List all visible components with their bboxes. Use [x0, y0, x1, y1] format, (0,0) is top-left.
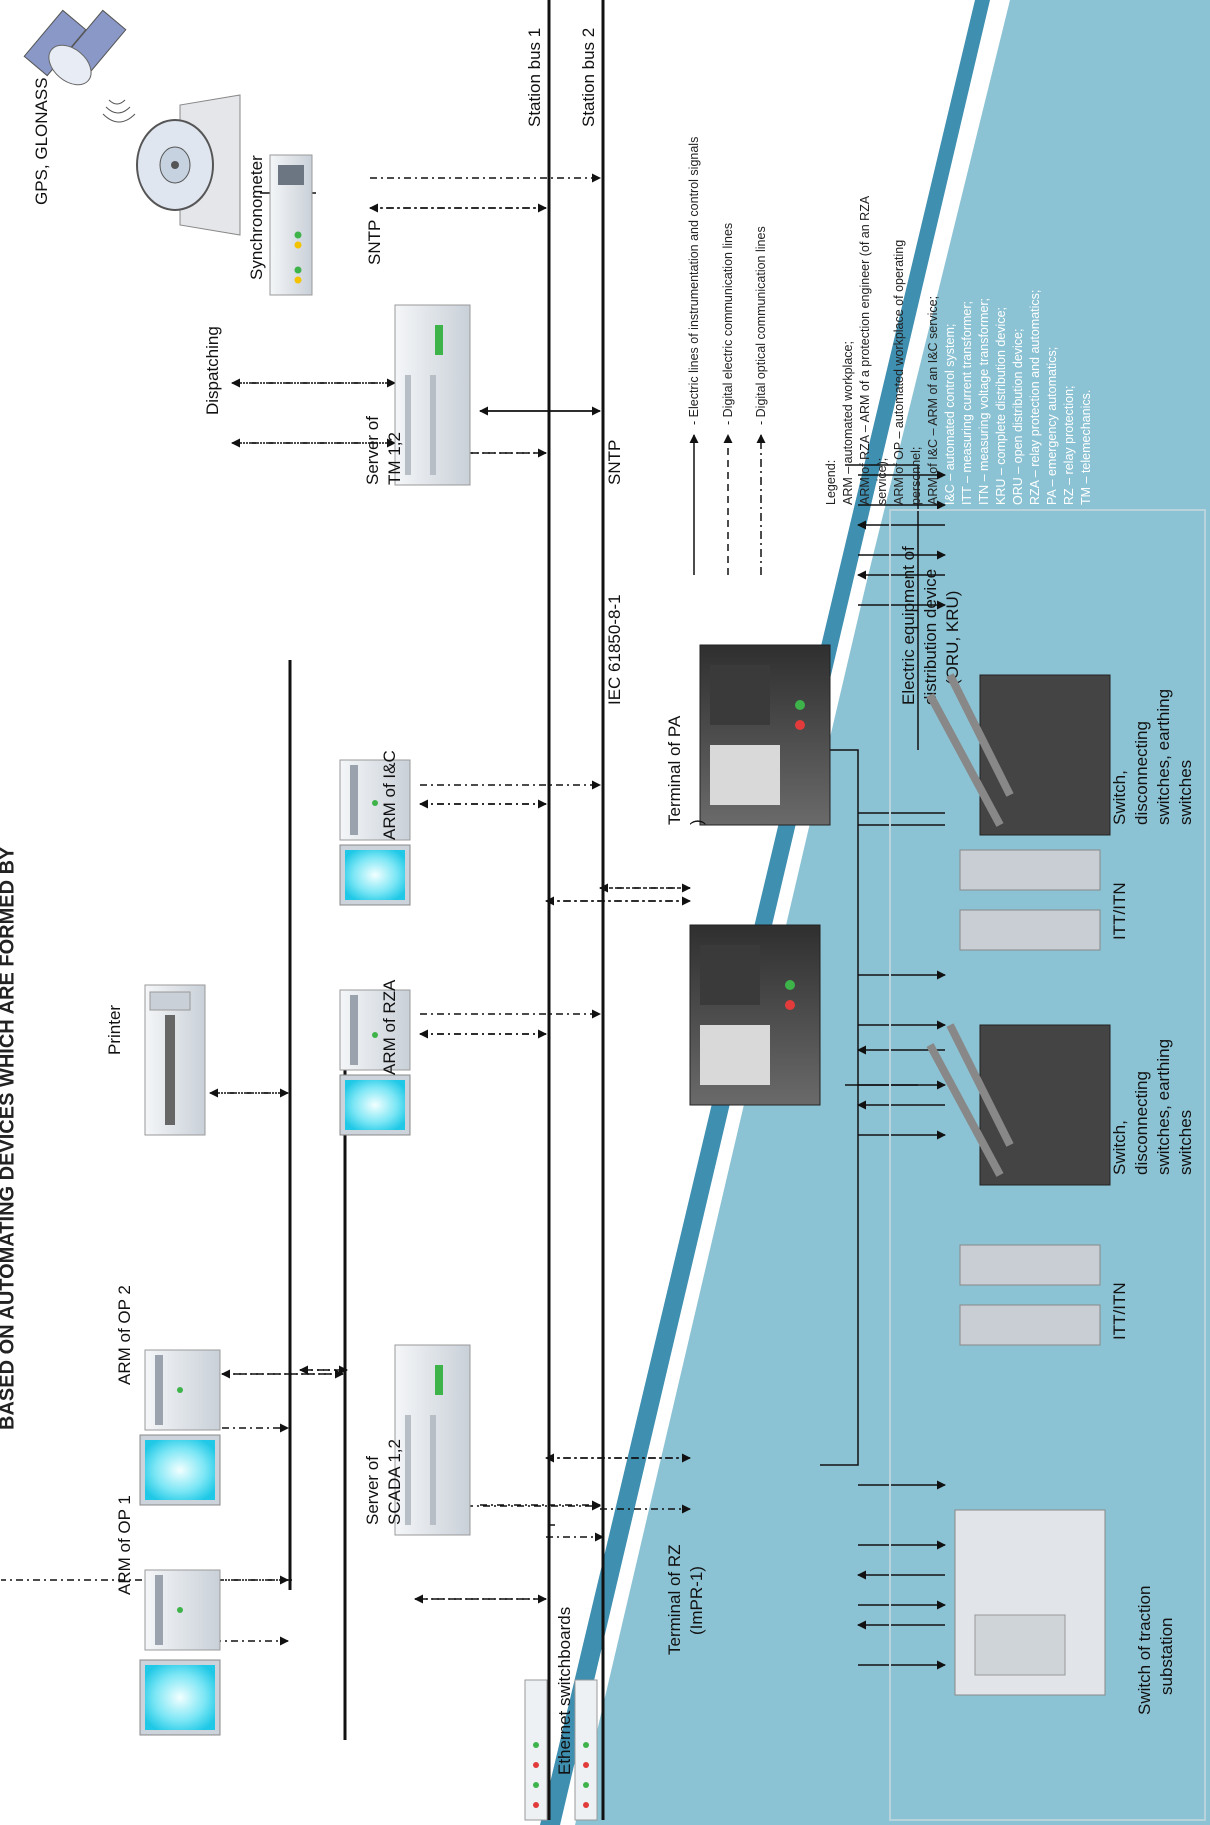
buses: Station bus 1 Station bus 2 SNTP IEC 618… [290, 0, 624, 1820]
synchronometer-icon [270, 155, 312, 295]
arm-rza-label: ARM of RZA [380, 979, 399, 1075]
arm-ic-label: ARM of I&C [380, 750, 399, 840]
printer-icon [145, 985, 205, 1135]
legend-line-0: Legend: [824, 460, 838, 505]
legend-line-8: ITT – measuring current transformer; [960, 301, 974, 505]
terminal-pa-icon [700, 645, 830, 825]
legend-line-5: personnel; [909, 447, 923, 505]
terminal-rz-icon [690, 925, 820, 1105]
switch-group-right-line1: Switch, [1110, 770, 1129, 825]
arm-op2-label: ARM of OP 2 [115, 1285, 134, 1385]
server-tm-line2: TM 1,2 [385, 432, 404, 485]
sntp-top-label: SNTP [365, 220, 384, 265]
legend-line-12: RZA – relay protection and automatics; [1028, 290, 1042, 505]
switch-group-right-line4: switches [1176, 760, 1195, 825]
dispatching-label: Dispatching [203, 326, 222, 415]
line-legend-item-3: - Digital optical communication lines [754, 226, 768, 425]
electric-equipment-line2: distribution device [921, 569, 940, 705]
legend-line-14: RZ – relay protection; [1062, 386, 1076, 506]
switch-group-left-line3: switches, earthing [1154, 1039, 1173, 1175]
terminal-rz-line2: (ImPR-1) [687, 1566, 706, 1635]
gps-dish-icon [137, 95, 240, 235]
gps-label: GPS, GLONASS [32, 77, 51, 205]
electric-equipment-line1: Electric equipment of [899, 546, 918, 705]
arm-ic-workstation-icon [340, 760, 410, 905]
traction-line1: Switch of traction [1135, 1586, 1154, 1715]
switch-group-left-line1: Switch, [1110, 1120, 1129, 1175]
itt-itn-left-label: ITT/ITN [1110, 1282, 1129, 1340]
terminal-pa-line1: Terminal of PA [665, 715, 684, 825]
cut-title: BASED ON AUTOMATING DEVICES WHICH ARE FO… [0, 846, 18, 1430]
switch-group-right-line3: switches, earthing [1154, 689, 1173, 825]
sntp-bus-label: SNTP [605, 440, 624, 485]
server-scada-icon [395, 1345, 470, 1535]
switch-group-left-line4: switches [1176, 1110, 1195, 1175]
switch-group-left-line2: disconnecting [1132, 1071, 1151, 1175]
traction-switch-icon [955, 1510, 1105, 1695]
server-tm-line1: Server of [363, 416, 382, 485]
line-legend-item-1: - Electric lines of instrumentation and … [687, 137, 701, 425]
itt-itn-right-label: ITT/ITN [1110, 882, 1129, 940]
legend-line-13: PA – emergency automatics; [1045, 347, 1059, 505]
printer-label: Printer [105, 1005, 124, 1055]
station-bus-2-label: Station bus 2 [579, 28, 598, 127]
legend-line-15: TM – telemechanics. [1079, 390, 1093, 505]
line-legend: - Electric lines of instrumentation and … [687, 137, 768, 575]
legend-line-2: ARM of RZA – ARM of a protection enginee… [858, 195, 872, 505]
electric-equipment-line3: (ORU, KRU) [943, 591, 962, 685]
terminal-pa-line2: ) [687, 819, 706, 825]
server-scada-line1: Server of [363, 1456, 382, 1525]
server-scada-line2: SCADA 1,2 [385, 1439, 404, 1525]
arm-rza-workstation-icon [340, 990, 410, 1135]
traction-line2: substation [1157, 1618, 1176, 1696]
ethernet-label: Ethernet switchboards [555, 1607, 574, 1775]
legend-line-10: KRU – complete distribution device; [994, 307, 1008, 505]
legend-line-9: ITN – measuring voltage transformer; [977, 298, 991, 505]
synchronometer-label: Synchronometer [247, 155, 266, 280]
switch-group-right-line2: disconnecting [1132, 721, 1151, 825]
server-tm-icon [395, 305, 470, 485]
line-legend-item-2: - Digital electric communication lines [721, 223, 735, 425]
legend-line-7: I&C – automated control system; [943, 324, 957, 505]
legend-line-4: ARM of OP – automated workplace of opera… [892, 240, 906, 505]
legend-line-3: service); [875, 458, 889, 505]
terminal-rz-line1: Terminal of RZ [665, 1544, 684, 1655]
arm-op1-label: ARM of OP 1 [115, 1495, 134, 1595]
station-bus-1-label: Station bus 1 [525, 28, 544, 127]
legend-line-6: ARM of I&C – ARM of an I&C service; [926, 296, 940, 505]
arm-op1-workstation-icon [140, 1570, 220, 1735]
arm-op2-workstation-icon [140, 1350, 220, 1505]
legend-line-1: ARM – automated workplace; [841, 341, 855, 505]
iec-label: IEC 61850-8-1 [605, 594, 624, 705]
legend-line-11: ORU – open distribution device; [1011, 329, 1025, 505]
